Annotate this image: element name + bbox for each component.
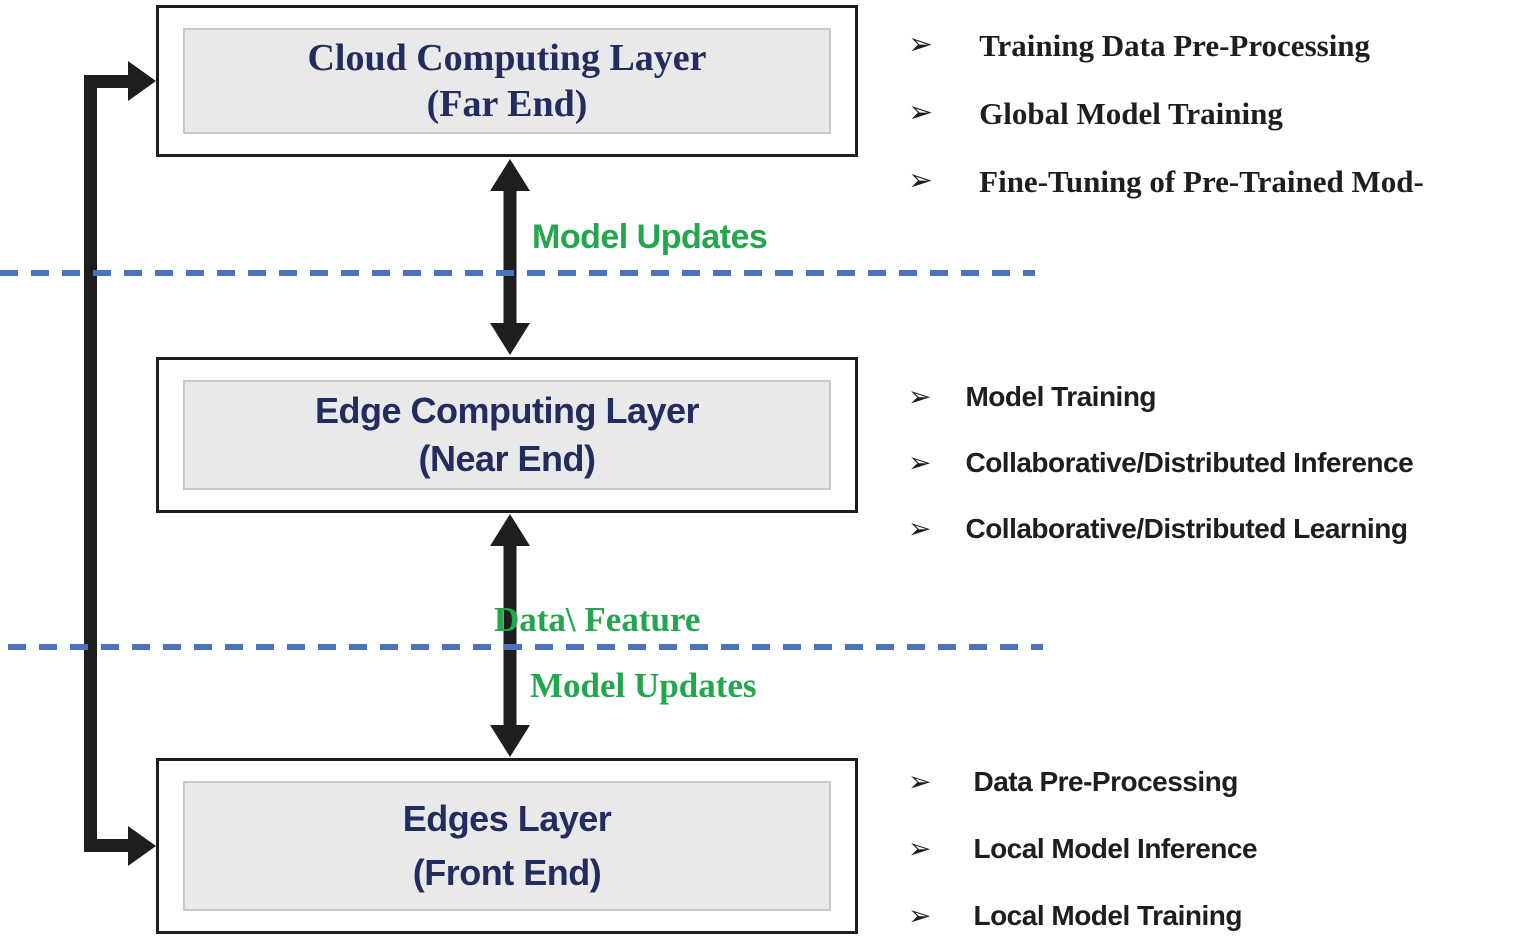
list-item: ➢ Fine-Tuning of Pre-Trained Mod- (908, 147, 1424, 215)
list-item-label: Global Model Training (979, 95, 1283, 131)
left-feedback-arrow-bottom-arm (84, 839, 132, 852)
arrowhead-right-icon (128, 826, 156, 866)
edge-computing-layer-inner: Edge Computing Layer (Near End) (183, 380, 831, 490)
left-feedback-arrow-line (84, 75, 97, 852)
cloud-layer-function-list: ➢ Training Data Pre-Processing ➢ Global … (908, 11, 1424, 215)
arrow-bullet-icon: ➢ (908, 832, 932, 864)
arrow-bullet-icon: ➢ (908, 96, 934, 129)
double-arrow-edge-edges-icon (490, 514, 530, 757)
edges-layer-title: Edges Layer (402, 798, 612, 839)
arrow-bullet-icon: ➢ (908, 447, 932, 478)
list-item: ➢ Collaborative/Distributed Inference (908, 430, 1414, 496)
list-item: ➢ Data Pre-Processing (908, 748, 1257, 815)
edge-computing-layer-box: Edge Computing Layer (Near End) (156, 357, 858, 513)
arrow-bullet-icon: ➢ (908, 28, 934, 61)
edges-layer-subtitle: (Front End) (412, 852, 602, 893)
edge-layer-function-list: ➢ Model Training ➢ Collaborative/Distrib… (908, 364, 1414, 562)
list-item-label: Fine-Tuning of Pre-Trained Mod- (979, 163, 1424, 199)
cloud-layer-subtitle: (Far End) (426, 83, 588, 126)
dashed-separator-top (0, 270, 1035, 276)
arrow-bullet-icon: ➢ (908, 164, 934, 197)
edges-layer-function-list: ➢ Data Pre-Processing ➢ Local Model Infe… (908, 748, 1258, 940)
list-item-label: Training Data Pre-Processing (979, 27, 1371, 63)
edges-layer-inner: Edges Layer (Front End) (183, 781, 831, 911)
arrow-bullet-icon: ➢ (908, 899, 932, 931)
list-item-label: Local Model Training (973, 899, 1242, 931)
edge-layer-title: Edge Computing Layer (314, 390, 700, 432)
list-item: ➢ Local Model Training (908, 882, 1257, 940)
cloud-computing-layer-box: Cloud Computing Layer (Far End) (156, 5, 858, 157)
flow-label-data-feature: Data\ Feature (494, 600, 701, 639)
arrow-bullet-icon: ➢ (908, 765, 932, 797)
list-item: ➢ Global Model Training (908, 79, 1424, 147)
double-arrow-cloud-edge-icon (490, 159, 530, 355)
edges-layer-box: Edges Layer (Front End) (156, 758, 858, 934)
dashed-separator-bottom (8, 644, 1043, 650)
list-item: ➢ Local Model Inference (908, 815, 1258, 882)
cloud-computing-layer-inner: Cloud Computing Layer (Far End) (183, 28, 831, 134)
list-item-label: Collaborative/Distributed Inference (965, 447, 1414, 478)
arrowhead-right-icon (128, 61, 156, 101)
list-item: ➢ Training Data Pre-Processing (908, 11, 1424, 79)
flow-label-model-updates-top: Model Updates (532, 218, 768, 256)
arrow-bullet-icon: ➢ (908, 381, 932, 412)
list-item-label: Model Training (965, 381, 1157, 412)
flow-label-model-updates-bottom: Model Updates (530, 666, 757, 705)
edge-layer-subtitle: (Near End) (418, 437, 596, 479)
list-item-label: Data Pre-Processing (973, 765, 1238, 797)
arrow-bullet-icon: ➢ (908, 513, 932, 544)
list-item: ➢ Model Training (908, 364, 1413, 430)
list-item-label: Collaborative/Distributed Learning (965, 513, 1408, 544)
list-item-label: Local Model Inference (973, 832, 1258, 864)
list-item: ➢ Collaborative/Distributed Learning (908, 496, 1413, 562)
left-feedback-arrow-top-arm (84, 75, 132, 88)
cloud-layer-title: Cloud Computing Layer (307, 36, 707, 79)
